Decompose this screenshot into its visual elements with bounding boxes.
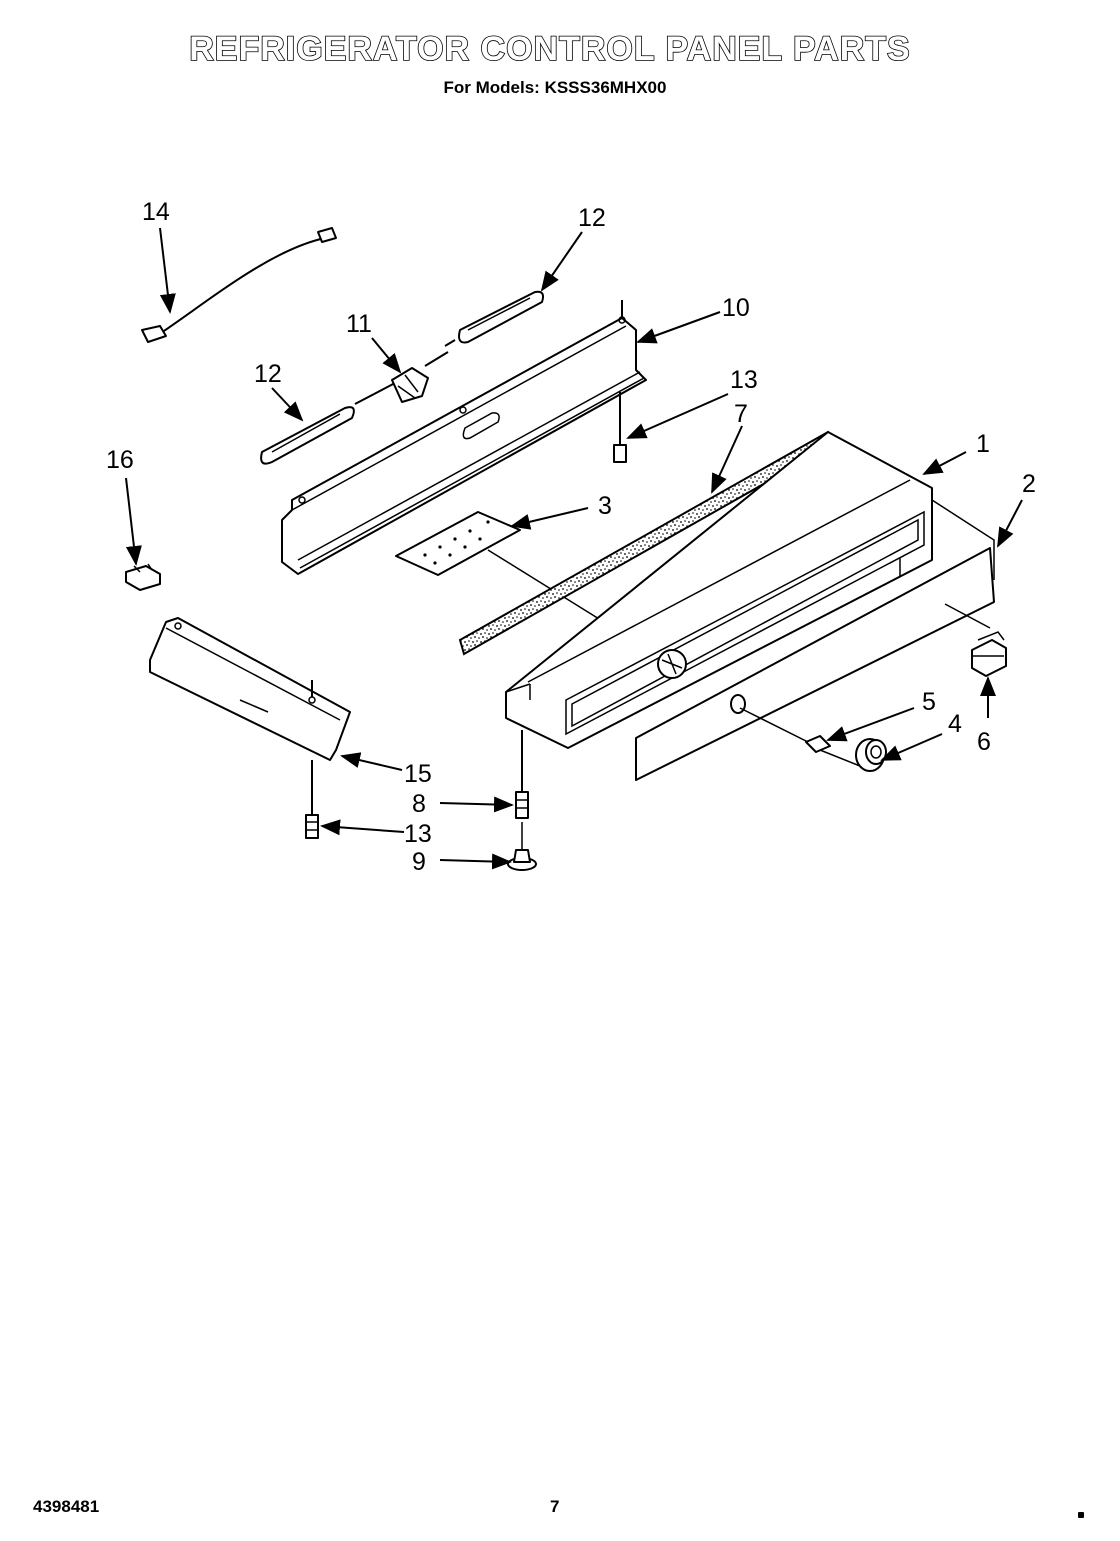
callout-15: 15: [404, 760, 432, 788]
part-6-switch: [971, 631, 1007, 677]
part-11-connector: [391, 367, 429, 403]
callout-6: 6: [977, 728, 991, 756]
part-1-control-housing: [505, 431, 933, 749]
callout-16: 16: [106, 446, 134, 474]
part-13-screw-lower: [305, 814, 319, 839]
callout-12-lower: 12: [254, 360, 282, 388]
document-number: 4398481: [33, 1497, 100, 1516]
page-number: 7: [550, 1497, 560, 1516]
part-12-sensor-tube-lower: [260, 351, 449, 465]
model-subtitle: For Models: KSSS36MHX00: [443, 78, 667, 97]
part-3-control-board: [395, 511, 613, 628]
part-15-lower-trim: [149, 617, 351, 815]
callout-12-upper: 12: [578, 204, 606, 232]
callout-13-lower: 13: [404, 820, 432, 848]
leader-arrows: [125, 227, 1023, 870]
callout-7: 7: [734, 400, 748, 428]
part-9-leveling-foot: [507, 822, 537, 871]
part-4-knob: [819, 738, 887, 772]
part-14-wire-harness: [141, 227, 337, 343]
callout-14: 14: [142, 198, 170, 226]
callout-4: 4: [948, 710, 962, 738]
callout-1: 1: [976, 430, 990, 458]
callout-10: 10: [722, 294, 750, 322]
page-title: REFRIGERATOR CONTROL PANEL PARTS: [188, 29, 911, 69]
callout-3: 3: [598, 492, 612, 520]
callout-13-upper: 13: [730, 366, 758, 394]
part-8-screw: [515, 730, 529, 819]
part-10-control-bracket: [281, 300, 647, 575]
callout-labels: 14 12 10 11 12 13 7 16 3 1 2 5 4 6 15 8 …: [106, 198, 1036, 876]
part-13-screw-upper: [613, 392, 627, 463]
part-12-sensor-tube-upper: [444, 290, 545, 347]
callout-11: 11: [346, 310, 372, 338]
callout-5: 5: [922, 688, 936, 716]
corner-mark: [1078, 1512, 1084, 1518]
part-16-clip: [125, 563, 161, 591]
callout-2: 2: [1022, 470, 1036, 498]
callout-8: 8: [412, 790, 426, 818]
part-5-clip: [739, 707, 831, 753]
callout-9: 9: [412, 848, 426, 876]
